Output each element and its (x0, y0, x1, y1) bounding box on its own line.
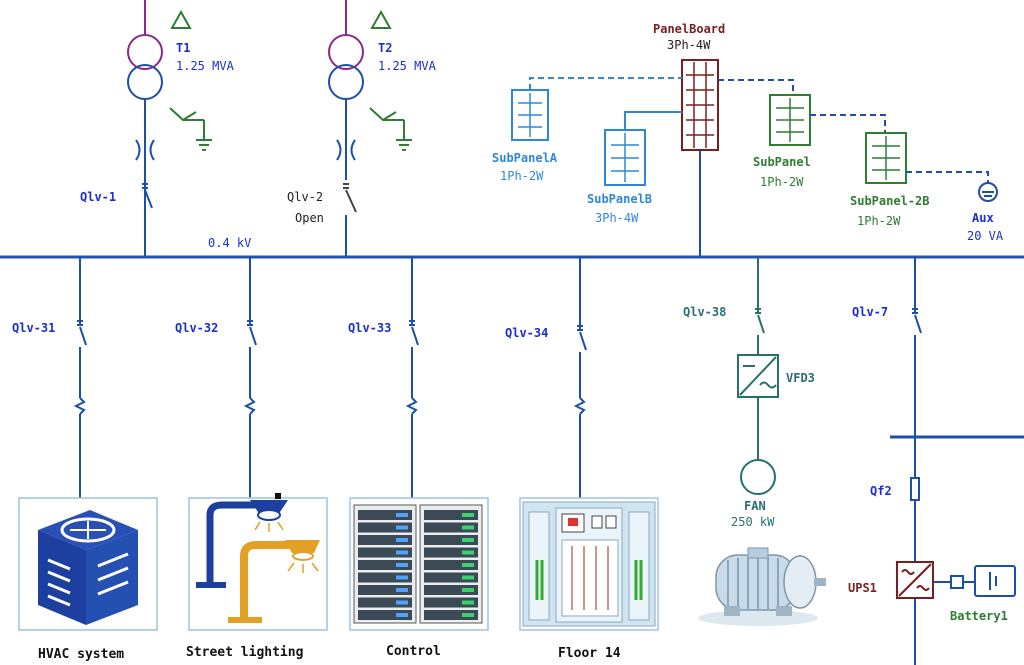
qlv-1-label: Qlv-1 (80, 190, 116, 204)
street-lighting-caption: Street lighting (186, 645, 303, 660)
transformer-t1[interactable] (127, 0, 163, 257)
qf2-label: Qf2 (870, 484, 892, 498)
subpanel-a-type: 1Ph-2W (500, 169, 544, 183)
hvac-unit-icon (38, 510, 138, 625)
t2-name: T2 (378, 41, 392, 55)
feeder-qlv-7[interactable] (912, 257, 922, 665)
aux-rating: 20 VA (967, 229, 1004, 243)
ground-icon (369, 107, 412, 151)
ups-icon[interactable] (896, 561, 934, 599)
qlv-2-label: Qlv-2 (287, 190, 323, 204)
fan-name: FAN (744, 499, 766, 513)
transformer-t2[interactable] (328, 0, 364, 257)
delta-winding-icon (370, 9, 392, 29)
t2-rating: 1.25 MVA (378, 59, 437, 73)
qlv-34-label: Qlv-34 (505, 326, 548, 340)
breaker-qlv-1[interactable] (142, 183, 153, 209)
feeder-qlv-31[interactable] (73, 257, 87, 498)
aux-name: Aux (972, 211, 994, 225)
battery1-label: Battery1 (950, 609, 1008, 623)
qlv-38-label: Qlv-38 (683, 305, 726, 319)
t1-name: T1 (176, 41, 190, 55)
feeder-qlv-38[interactable] (755, 257, 765, 460)
subpanel-a-name: SubPanelA (492, 151, 558, 165)
subpanel-name: SubPanel (753, 155, 811, 169)
switchboard-icon (522, 501, 656, 627)
electric-motor-icon (698, 547, 826, 626)
subpanel-type: 1Ph-2W (760, 175, 804, 189)
control-caption: Control (386, 644, 441, 659)
fan-motor-icon[interactable] (740, 459, 776, 495)
floor-14-caption: Floor 14 (558, 646, 621, 661)
qlv-31-label: Qlv-31 (12, 321, 55, 335)
subpanel-2b-type: 1Ph-2W (857, 214, 901, 228)
vfd3-label: VFD3 (786, 371, 815, 385)
qf2-fuse-icon[interactable] (910, 477, 920, 501)
reactor-icon (135, 139, 155, 161)
aux-load-icon[interactable] (978, 182, 998, 202)
subpanel-b-type: 3Ph-4W (595, 211, 639, 225)
subpanel-b-name: SubPanelB (587, 192, 652, 206)
ups1-label: UPS1 (848, 581, 877, 595)
ground-icon (169, 107, 212, 151)
street-lamp-icon (196, 493, 320, 623)
battery-icon[interactable] (933, 565, 1016, 597)
panelboard-name: PanelBoard (653, 22, 725, 36)
t1-rating: 1.25 MVA (176, 59, 235, 73)
server-rack-icon (353, 504, 483, 624)
reactor-icon (336, 139, 356, 161)
qlv-33-label: Qlv-33 (348, 321, 391, 335)
feeder-qlv-33[interactable] (405, 257, 419, 498)
panelboard-type: 3Ph-4W (667, 38, 711, 52)
qlv-2-state: Open (295, 211, 324, 225)
feeder-qlv-32[interactable] (243, 257, 257, 498)
breaker-qlv-2[interactable] (343, 183, 357, 213)
subpanel-2b-name: SubPanel-2B (850, 194, 929, 208)
delta-winding-icon (170, 9, 192, 29)
qlv-32-label: Qlv-32 (175, 321, 218, 335)
bus-voltage-label: 0.4 kV (208, 236, 251, 250)
qlv-7-label: Qlv-7 (852, 305, 888, 319)
fan-rating: 250 kW (731, 515, 775, 529)
feeder-qlv-34[interactable] (573, 257, 587, 498)
hvac-system-caption: HVAC system (38, 647, 124, 662)
vfd-icon[interactable] (737, 354, 779, 398)
